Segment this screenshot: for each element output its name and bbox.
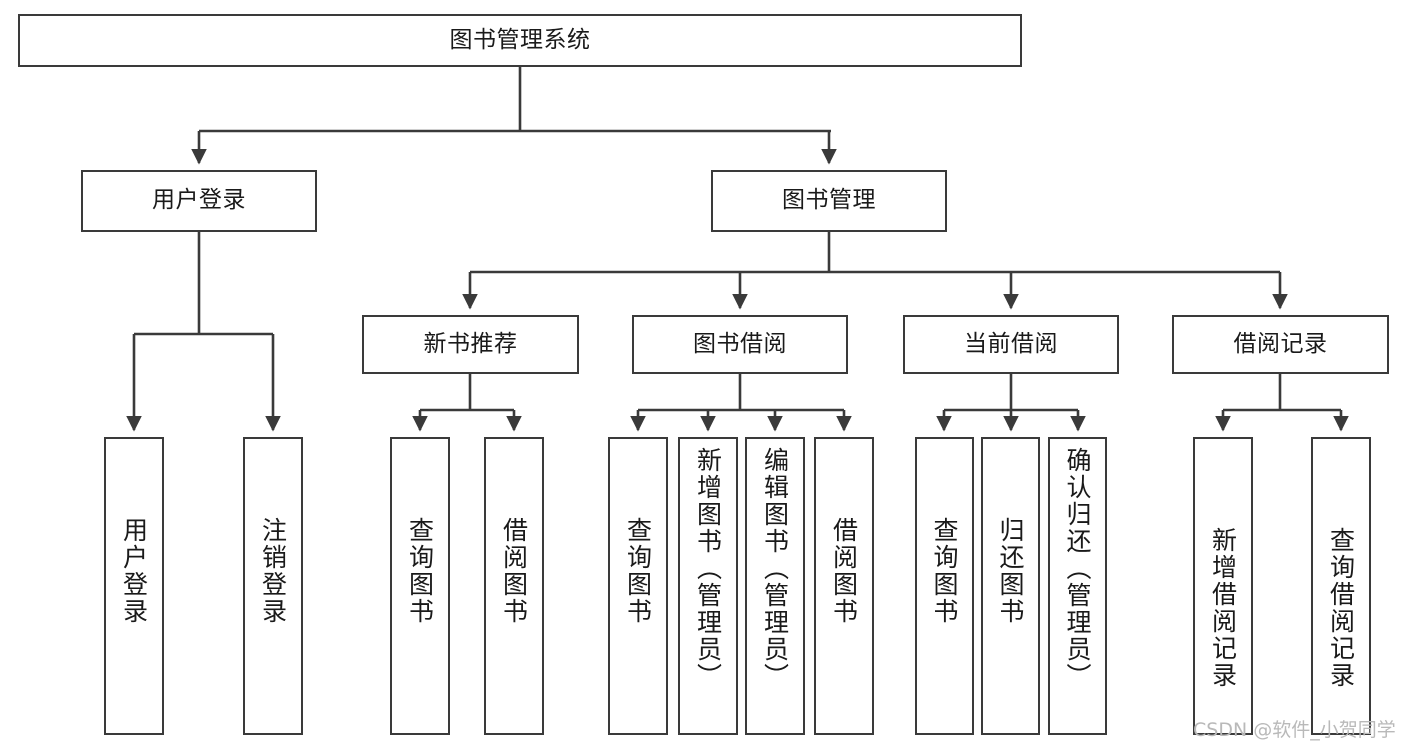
- node-leaf-query-book[interactable]: 查询图书: [608, 437, 668, 735]
- node-leaf-logout[interactable]: 注销登录: [243, 437, 303, 735]
- node-borrow-record-label: 借阅记录: [1233, 330, 1328, 357]
- node-user-login-label: 用户登录: [152, 187, 246, 214]
- node-leaf-query-book-cur-label: 查询图书: [930, 517, 959, 625]
- node-new-book-recommend-label: 新书推荐: [423, 330, 518, 357]
- node-root[interactable]: 图书管理系统: [18, 14, 1022, 67]
- node-leaf-query-borrow-record[interactable]: 查询借阅记录: [1311, 437, 1371, 735]
- node-book-borrow-label: 图书借阅: [693, 330, 787, 357]
- node-leaf-add-borrow-record-label: 新增借阅记录: [1208, 527, 1238, 689]
- node-leaf-borrow-book-rec[interactable]: 借阅图书: [484, 437, 544, 735]
- node-leaf-borrow-book-rec-label: 借阅图书: [499, 517, 529, 625]
- node-book-borrow[interactable]: 图书借阅: [632, 315, 848, 374]
- node-book-manage[interactable]: 图书管理: [711, 170, 947, 232]
- node-leaf-logout-label: 注销登录: [258, 517, 288, 625]
- node-current-borrow[interactable]: 当前借阅: [903, 315, 1119, 374]
- node-leaf-query-borrow-record-label: 查询借阅记录: [1326, 527, 1356, 689]
- node-leaf-query-book-rec[interactable]: 查询图书: [390, 437, 450, 735]
- node-leaf-borrow-book-label: 借阅图书: [829, 517, 859, 625]
- node-book-manage-label: 图书管理: [782, 187, 876, 214]
- node-borrow-record[interactable]: 借阅记录: [1172, 315, 1389, 374]
- node-leaf-add-book-admin[interactable]: 新增图书（管理员）: [678, 437, 738, 735]
- node-leaf-return-book-label: 归还图书: [996, 517, 1025, 625]
- node-leaf-borrow-book[interactable]: 借阅图书: [814, 437, 874, 735]
- node-current-borrow-label: 当前借阅: [964, 330, 1058, 357]
- node-leaf-user-login-label: 用户登录: [119, 517, 149, 625]
- node-leaf-query-book-cur[interactable]: 查询图书: [915, 437, 974, 735]
- node-leaf-user-login[interactable]: 用户登录: [104, 437, 164, 735]
- node-new-book-recommend[interactable]: 新书推荐: [362, 315, 579, 374]
- node-leaf-confirm-return-label: 确认归还（管理员）: [1063, 447, 1092, 690]
- node-leaf-add-book-admin-label: 新增图书（管理员）: [693, 447, 723, 690]
- node-leaf-add-borrow-record[interactable]: 新增借阅记录: [1193, 437, 1253, 735]
- node-leaf-query-book-label: 查询图书: [623, 517, 653, 625]
- node-root-label: 图书管理系统: [449, 26, 591, 53]
- node-leaf-query-book-rec-label: 查询图书: [405, 517, 435, 625]
- node-leaf-return-book[interactable]: 归还图书: [981, 437, 1040, 735]
- node-leaf-edit-book-admin[interactable]: 编辑图书（管理员）: [745, 437, 805, 735]
- node-leaf-edit-book-admin-label: 编辑图书（管理员）: [760, 447, 790, 690]
- node-user-login[interactable]: 用户登录: [81, 170, 317, 232]
- watermark: CSDN @软件_小贺同学: [1193, 719, 1396, 741]
- node-leaf-confirm-return[interactable]: 确认归还（管理员）: [1048, 437, 1107, 735]
